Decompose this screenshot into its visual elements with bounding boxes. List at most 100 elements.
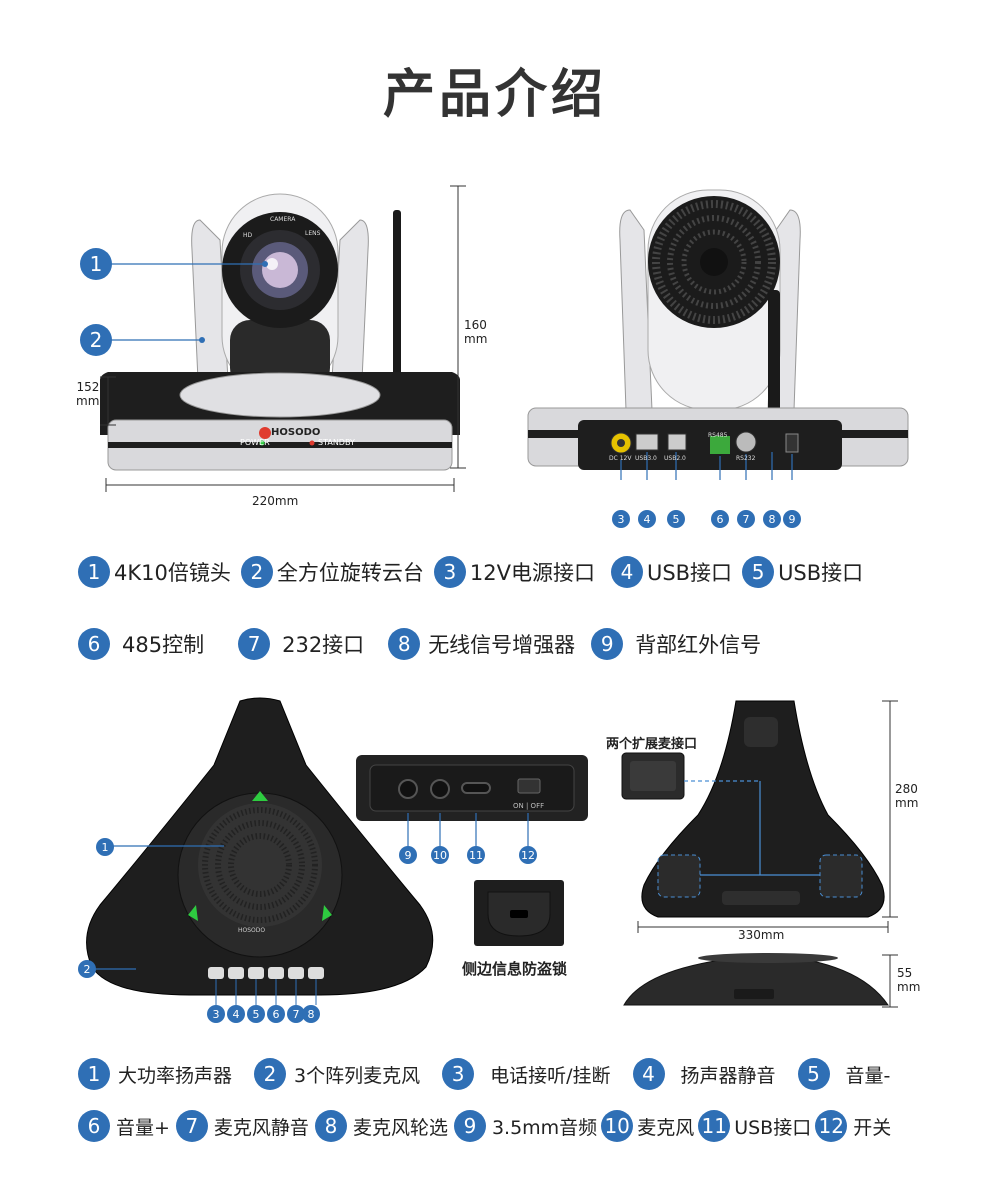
dim-camera-height: 160 mm	[464, 318, 488, 346]
lens-ring-text-camera: CAMERA	[270, 216, 296, 223]
legend-label: 4K10倍镜头	[114, 561, 231, 585]
dim-speaker-height: 280 mm	[895, 782, 919, 810]
port-label-rs485: RS485	[708, 432, 728, 439]
camera-logo: HOSODO	[271, 427, 321, 438]
legend-number: 5	[742, 556, 775, 588]
legend-label: 音量-	[845, 1064, 891, 1087]
callout-btn-3: 3	[207, 1005, 225, 1023]
antenna-front	[393, 210, 401, 380]
legend-label: 音量+	[116, 1116, 170, 1139]
camera-front-illustration	[100, 185, 466, 492]
port-label-usb3: USB3.0	[635, 455, 657, 462]
legend-label: 麦克风	[637, 1116, 695, 1139]
callout-mic-array: 2	[78, 960, 96, 978]
callout-btn-8: 8	[302, 1005, 320, 1023]
port-label-usb2: USB2.0	[664, 455, 686, 462]
port-label-dc: DC 12V	[609, 455, 632, 462]
legend-item: 4 扬声器静音	[632, 1058, 776, 1090]
legend-label: 12V电源接口	[469, 561, 595, 585]
speakerphone-bottom-illustration	[621, 700, 898, 1008]
camera-back-illustration	[527, 189, 909, 480]
led-top	[252, 791, 268, 801]
speaker-port-closeup	[356, 755, 588, 849]
anti-theft-lock-closeup	[474, 880, 564, 946]
led-right	[322, 905, 332, 921]
dim-base-height: 152 mm	[76, 380, 100, 408]
standby-label: STANDBY	[318, 438, 355, 447]
legend-number: 4	[632, 1058, 665, 1090]
speakerphone-top-illustration	[86, 697, 434, 1005]
legend-number: 2	[254, 1058, 287, 1090]
lens-ring-text-lens: LENS	[305, 230, 321, 237]
port-label-rs232: RS232	[736, 455, 756, 462]
callout-btn-5: 5	[247, 1005, 265, 1023]
legend-number: 6	[78, 628, 110, 660]
switch-label: ON | OFF	[513, 802, 545, 810]
legend-number: 9	[591, 628, 624, 660]
legend-label: 3.5mm音频	[491, 1116, 598, 1139]
legend-number: 1	[78, 556, 110, 588]
callout-port-3: 3	[612, 510, 630, 528]
lens-ring-text-hd: HD	[243, 232, 253, 239]
dim-speaker-width: 330mm	[738, 928, 785, 942]
callout-gimbal: 2	[80, 324, 112, 356]
ext-mic-caption: 两个扩展麦接口	[606, 737, 698, 752]
legend-label: 扬声器静音	[680, 1064, 776, 1087]
legend-number: 6	[78, 1110, 110, 1142]
legend-label: 485控制	[122, 633, 205, 657]
lock-caption: 侧边信息防盗锁	[462, 960, 568, 978]
callout-port-7: 7	[737, 510, 755, 528]
legend-number: 9	[453, 1110, 486, 1142]
dim-camera-width: 220mm	[252, 494, 299, 508]
callout-port-6: 6	[711, 510, 729, 528]
legend-item: 6 音量+	[78, 1110, 170, 1142]
legend-label: 开关	[853, 1116, 892, 1139]
legend-item: 5 音量-	[797, 1058, 891, 1090]
callout-port-10-mic: 10	[431, 846, 449, 864]
legend-label: 232接口	[282, 633, 365, 657]
callout-port-12-switch: 12	[519, 846, 537, 864]
legend-item: 6 485控制	[78, 628, 204, 660]
callout-port-4: 4	[638, 510, 656, 528]
legend-label: 大功率扬声器	[118, 1064, 233, 1087]
legend-number: 2	[240, 556, 273, 588]
callout-port-11-usb: 11	[467, 846, 485, 864]
legend-number: 7	[175, 1110, 208, 1142]
callout-port-9-audio: 9	[399, 846, 417, 864]
legend-label: 背部红外信号	[635, 633, 762, 657]
legend-number: 8	[388, 628, 421, 660]
legend-number: 8	[314, 1110, 347, 1142]
speaker-brand: HOSODO	[238, 927, 266, 934]
legend-label: USB接口	[646, 561, 733, 585]
legend-number: 5	[797, 1058, 830, 1090]
callout-port-5: 5	[667, 510, 685, 528]
legend-number: 12	[815, 1110, 848, 1142]
legend-label: 麦克风轮选	[352, 1116, 448, 1139]
callout-port-8: 8	[763, 510, 781, 528]
legend-number: 11	[698, 1110, 731, 1142]
callout-speaker: 1	[96, 838, 114, 856]
legend-number: 3	[442, 1058, 475, 1090]
legend-number: 7	[238, 628, 271, 660]
led-left	[188, 905, 198, 921]
power-label: POWER	[240, 438, 270, 447]
legend-label: USB接口	[734, 1116, 812, 1139]
